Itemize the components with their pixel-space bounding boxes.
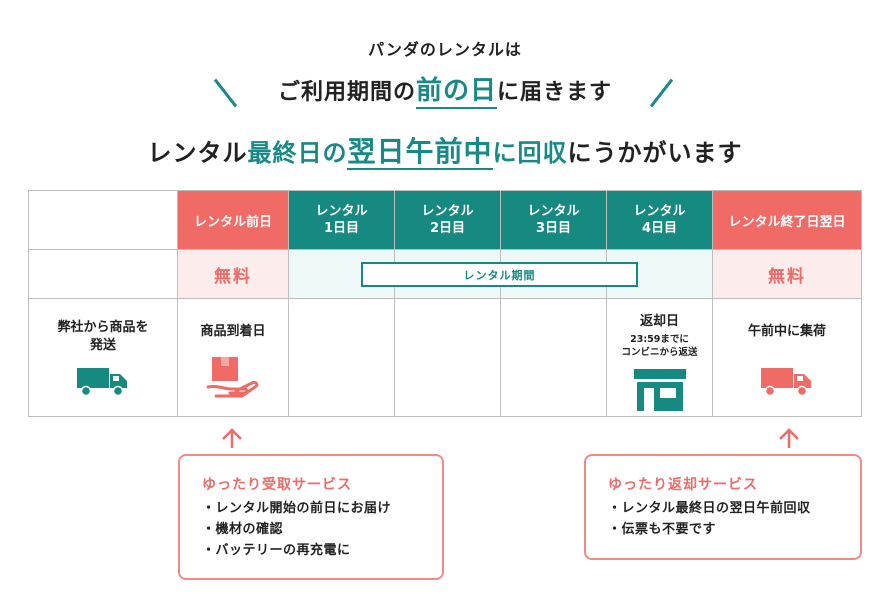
- heading-line3-teal: 最終日の: [247, 139, 348, 167]
- header-post-day-label: レンタル終了日翌日: [728, 214, 846, 230]
- header-day2: レンタル 2日目: [394, 190, 501, 250]
- header-day3-line1: レンタル: [527, 204, 580, 219]
- return-service-title: ゆったり返却サービス: [608, 477, 758, 493]
- heading-line3: レンタル最終日の翌日午前中に回収にうかがいます: [0, 130, 890, 170]
- pickup-cell: 午前中に集荷: [712, 298, 862, 417]
- ship-label-line2: 発送: [89, 338, 116, 353]
- header-pre-day-label: レンタル前日: [193, 214, 272, 230]
- header-day1-line2: 1日目: [323, 221, 360, 236]
- receive-service-item: ・レンタル開始の前日にお届け: [202, 501, 392, 516]
- header-day3-line2: 3日目: [535, 221, 572, 236]
- return-service-item: ・伝票も不要です: [608, 522, 717, 537]
- return-service-item: ・レンタル最終日の翌日午前回収: [608, 501, 811, 516]
- row3-day2-cell: [394, 298, 501, 417]
- row3-day1-cell: [288, 298, 395, 417]
- package-hand-icon: [206, 357, 259, 398]
- heading-line3-highlight: 翌日午前中: [347, 135, 493, 170]
- ship-label-line1: 弊社から商品を: [57, 320, 149, 335]
- heading-line2: ご利用期間の前の日に届きます: [0, 70, 890, 109]
- receive-service-item: ・バッテリーの再充電に: [202, 543, 351, 558]
- receive-service-item: ・機材の確認: [202, 522, 284, 537]
- heading-line2-highlight: 前の日: [415, 76, 497, 109]
- return-day-cell: 返却日 23:59までに コンビニから返送: [606, 298, 713, 417]
- arrow-up-icon: [222, 428, 242, 448]
- header-day4-line1: レンタル: [633, 204, 686, 219]
- header-day1-line1: レンタル: [315, 204, 368, 219]
- row3-day3-cell: [500, 298, 607, 417]
- free-right: 無料: [712, 249, 862, 299]
- return-deadline: 23:59までに: [630, 334, 689, 345]
- header-day2-line1: レンタル: [421, 204, 474, 219]
- arrival-cell: 商品到着日: [177, 298, 289, 417]
- header-day1: レンタル 1日目: [288, 190, 395, 250]
- return-day-label: 返却日: [639, 314, 679, 329]
- return-method: コンビニから返送: [621, 347, 698, 358]
- rental-schedule-table: レンタル前日 レンタル 1日目 レンタル 2日目 レンタル 3日目 レンタル 4…: [28, 190, 862, 417]
- store-icon: [633, 369, 686, 411]
- header-day3: レンタル 3日目: [500, 190, 607, 250]
- header-post-day: レンタル終了日翌日: [712, 190, 862, 250]
- header-day2-line2: 2日目: [429, 221, 466, 236]
- header-day4-line2: 4日目: [641, 221, 678, 236]
- arrow-up-icon: [779, 428, 799, 448]
- return-service-box: ゆったり返却サービス ・レンタル最終日の翌日午前回収 ・伝票も不要です: [584, 454, 862, 560]
- heading-line2-post: に届きます: [497, 80, 613, 105]
- arrival-label: 商品到着日: [200, 324, 266, 339]
- rental-period-bar: レンタル期間: [361, 262, 638, 287]
- heading-line3-post: にうかがいます: [567, 139, 743, 167]
- ship-from-company-cell: 弊社から商品を 発送: [28, 298, 178, 417]
- table-corner-cell: [28, 190, 178, 250]
- truck-icon: [761, 368, 811, 397]
- heading-line3-pre: レンタル: [147, 139, 248, 167]
- row2-label-cell: [28, 249, 178, 299]
- heading-line1: パンダのレンタルは: [368, 40, 522, 59]
- pickup-label: 午前中に集荷: [747, 324, 826, 339]
- heading-line2-pre: ご利用期間の: [277, 80, 416, 105]
- heading-line3-teal2: に回収: [492, 139, 568, 167]
- header-pre-day: レンタル前日: [177, 190, 289, 250]
- truck-icon: [77, 368, 127, 397]
- receive-service-box: ゆったり受取サービス ・レンタル開始の前日にお届け ・機材の確認 ・バッテリーの…: [178, 454, 444, 580]
- header-day4: レンタル 4日目: [606, 190, 713, 250]
- free-left: 無料: [177, 249, 289, 299]
- receive-service-title: ゆったり受取サービス: [202, 477, 352, 493]
